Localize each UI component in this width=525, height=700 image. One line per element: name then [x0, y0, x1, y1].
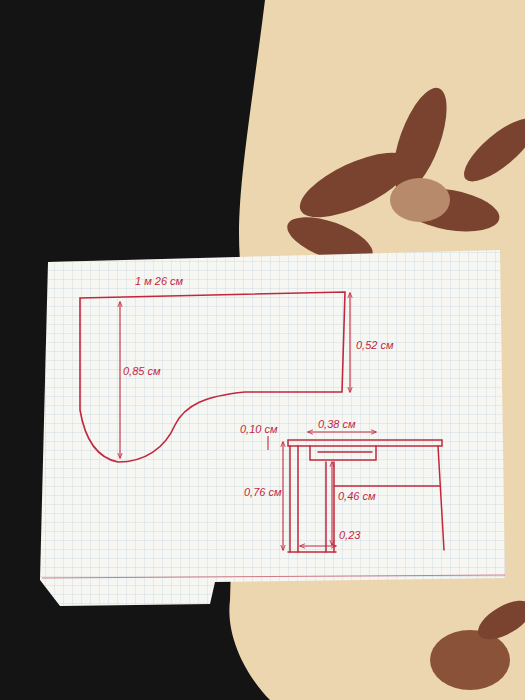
depth-dimension: 0,52 см	[356, 340, 394, 351]
dimension-lines	[120, 293, 376, 550]
thickness-dimension: 0,10 см	[240, 424, 278, 435]
paper-margin	[42, 575, 505, 578]
depth-dimension: 0,85 см	[123, 366, 161, 377]
paper-grid	[40, 250, 505, 606]
width-dimension: 1 м 26 см	[135, 276, 183, 287]
desk-top-view	[80, 292, 345, 462]
shelf-dimension: 0,38 см	[318, 419, 356, 430]
desk-side-view	[288, 440, 444, 552]
paper-sheet	[40, 250, 505, 606]
base-dimension: 0,23	[339, 530, 360, 541]
height-dimension: 0,46 см	[338, 491, 376, 502]
height-dimension: 0,76 см	[244, 487, 282, 498]
